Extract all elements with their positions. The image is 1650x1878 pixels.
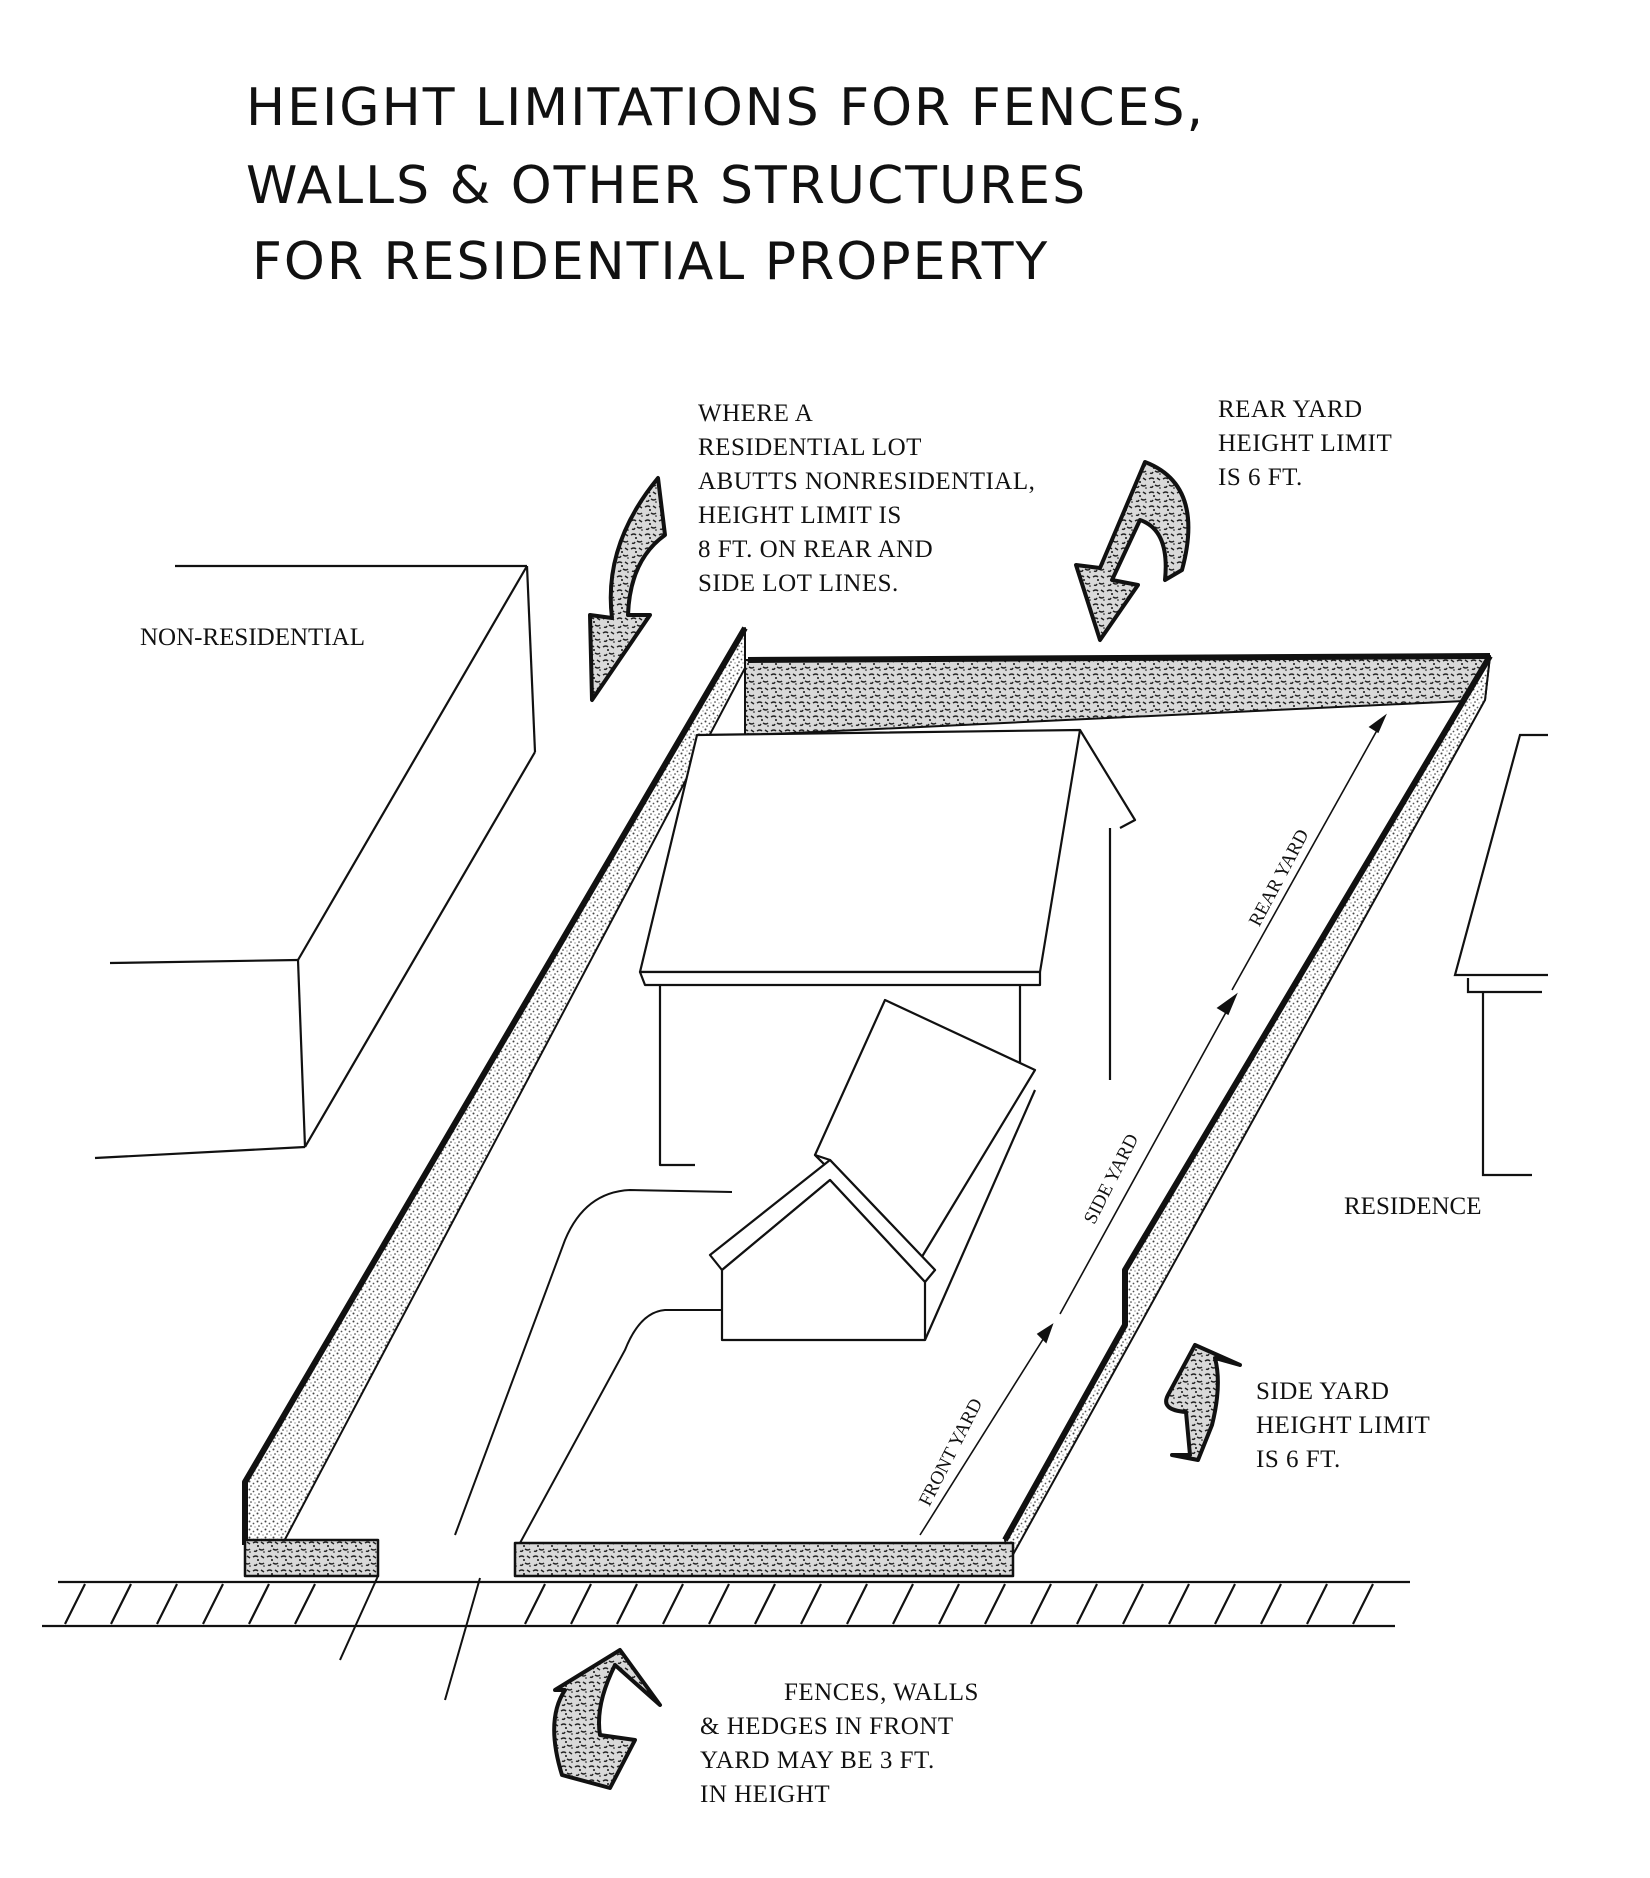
sidewalk-hatch [1030,1583,1052,1625]
sidewalk-hatch [892,1583,914,1625]
callout-line: HEIGHT LIMIT IS [698,502,902,529]
sidewalk-hatch [1260,1583,1282,1625]
callout-line: ABUTTS NONRESIDENTIAL, [698,468,1036,495]
callout-line: & HEDGES IN FRONT [700,1713,954,1740]
sidewalk-hatch [202,1583,224,1625]
callout-line: IN HEIGHT [700,1781,831,1808]
label-non-residential: NON-RESIDENTIAL [140,624,365,651]
sidewalk-hatch [248,1583,270,1625]
sidewalk-hatch [846,1583,868,1625]
sidewalk-hatch [984,1583,1006,1625]
property-fences [242,626,1493,1578]
callout-line: HEIGHT LIMIT [1218,430,1393,457]
neighbor-residence [1453,733,1548,1177]
driveway [339,1188,733,1701]
title-line-1: HEIGHT LIMITATIONS FOR FENCES, [246,78,1206,138]
callout-line: REAR YARD [1218,396,1363,423]
sidewalk-hatch [524,1583,546,1625]
callout-side-yard: SIDE YARD HEIGHT LIMIT IS 6 FT. [1256,1375,1430,1477]
sidewalk-hatch [1076,1583,1098,1625]
sidewalk-hatch [938,1583,960,1625]
sidewalk-hatch [156,1583,178,1625]
sidewalk-hatch [1168,1583,1190,1625]
callout-line: SIDE LOT LINES. [698,570,899,597]
sidewalk-hatch [754,1583,776,1625]
callout-line: 8 FT. ON REAR AND [698,536,934,563]
sidewalk-hatch [1352,1583,1374,1625]
callout-line: IS 6 FT. [1256,1446,1341,1473]
callout-front-yard: FENCES, WALLS & HEDGES IN FRONT YARD MAY… [700,1676,979,1812]
sidewalk-hatch [708,1583,730,1625]
sidewalk [42,1580,1410,1628]
callout-line: SIDE YARD [1256,1378,1390,1405]
curved-arrow-side-yard [1164,1343,1242,1462]
callout-rear-yard: REAR YARD HEIGHT LIMIT IS 6 FT. [1218,393,1392,495]
callout-line: WHERE A [698,400,814,427]
sidewalk-hatch [294,1583,316,1625]
front-fence-left [243,1538,380,1578]
label-residence: RESIDENCE [1344,1193,1482,1220]
callout-line: HEIGHT LIMIT [1256,1412,1431,1439]
curved-arrow-front-yard [552,1648,662,1790]
yard-dimension-lines [919,713,1387,1536]
callout-line: YARD MAY BE 3 FT. [700,1747,935,1774]
callout-line: IS 6 FT. [1218,464,1303,491]
curved-arrow-nonresidential [588,476,667,702]
callout-line: FENCES, WALLS [784,1679,979,1706]
sidewalk-hatch [570,1583,592,1625]
sidewalk-hatch [616,1583,638,1625]
callout-nonresidential-abut: WHERE A RESIDENTIAL LOT ABUTTS NONRESIDE… [698,397,1035,601]
non-residential-building [94,564,537,1160]
sidewalk-hatch [64,1583,86,1625]
main-house [638,728,1137,1167]
sidewalk-hatch [800,1583,822,1625]
callout-arrows [552,460,1242,1790]
title-line-2: WALLS & OTHER STRUCTURES [246,156,1088,216]
sidewalk-hatch [110,1583,132,1625]
garage [708,998,1037,1342]
curved-arrow-rear-yard [1074,460,1191,642]
sidewalk-hatch [1214,1583,1236,1625]
title-line-3: FOR RESIDENTIAL PROPERTY [252,232,1050,292]
front-fence-right [513,1541,1015,1578]
callout-line: RESIDENTIAL LOT [698,434,922,461]
sidewalk-hatch [1122,1583,1144,1625]
sidewalk-hatch [1306,1583,1328,1625]
sidewalk-hatch [662,1583,684,1625]
